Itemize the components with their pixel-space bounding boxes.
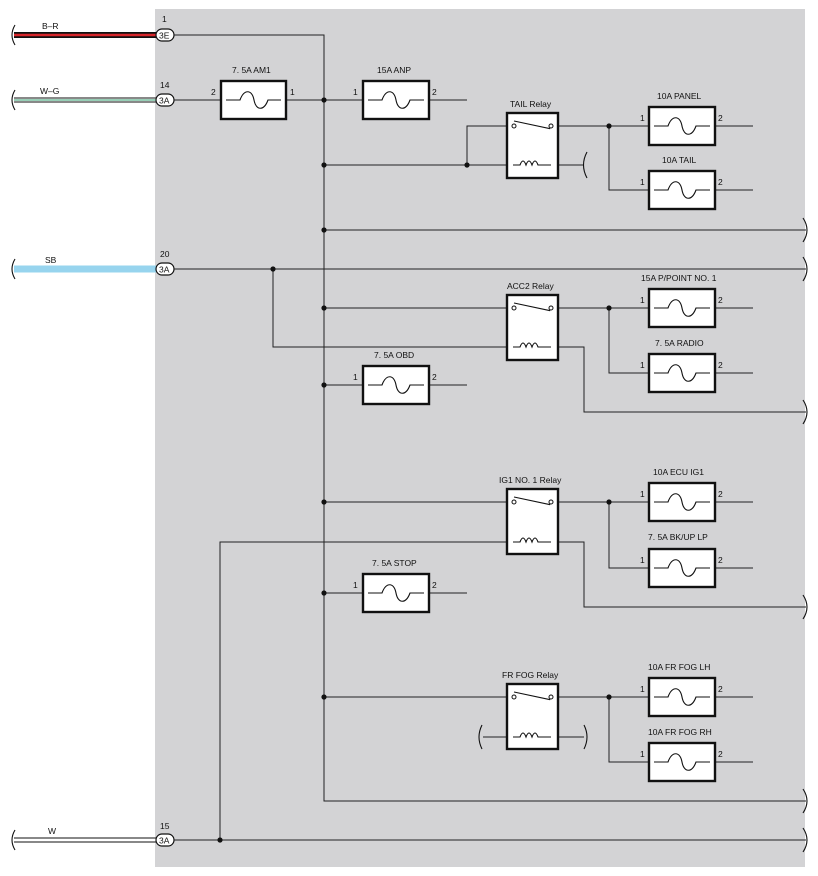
relay-label: TAIL Relay bbox=[510, 99, 552, 109]
fuse-7-5a-radio: 7. 5A RADIO 1 2 bbox=[640, 338, 723, 394]
fuse-pin-right: 2 bbox=[432, 372, 437, 382]
fuse-label: 10A FR FOG LH bbox=[648, 662, 710, 672]
junction-block-panel bbox=[155, 9, 805, 867]
fuse-label: 7. 5A RADIO bbox=[655, 338, 704, 348]
fuse-pin-left: 1 bbox=[353, 580, 358, 590]
fuse-label: 15A P/POINT NO. 1 bbox=[641, 273, 717, 283]
fuse-7-5a-obd: 7. 5A OBD 1 2 bbox=[353, 350, 437, 406]
fuse-pin-right: 2 bbox=[718, 113, 723, 123]
fuse-pin-left: 2 bbox=[211, 87, 216, 97]
harness-wire-w: W 15 3A bbox=[11, 821, 175, 851]
fuse-label: 7. 5A STOP bbox=[372, 558, 417, 568]
pin-number-wg: 14 bbox=[160, 80, 170, 90]
relay-label: FR FOG Relay bbox=[502, 670, 559, 680]
fuse-pin-left: 1 bbox=[640, 749, 645, 759]
fuse-pin-left: 1 bbox=[640, 113, 645, 123]
fuse-label: 7. 5A OBD bbox=[374, 350, 414, 360]
fuse-pin-right: 2 bbox=[432, 87, 437, 97]
fuse-15a-p-point-no-1: 15A P/POINT NO. 1 1 2 bbox=[640, 273, 723, 329]
fuse-pin-right: 1 bbox=[290, 87, 295, 97]
fuse-pin-left: 1 bbox=[640, 360, 645, 370]
fuse-pin-left: 1 bbox=[353, 87, 358, 97]
wire-label-br: B–R bbox=[42, 21, 59, 31]
fuse-7-5a-bk-up-lp: 7. 5A BK/UP LP 1 2 bbox=[640, 532, 723, 589]
internal-wiring bbox=[174, 34, 806, 841]
pin-number-sb: 20 bbox=[160, 249, 170, 259]
fuse-7-5a-am1: 7. 5A AM1 2 1 bbox=[211, 65, 295, 121]
fuse-label: 10A TAIL bbox=[662, 155, 696, 165]
fuse-pin-left: 1 bbox=[640, 555, 645, 565]
relay-ig1-no-1: IG1 NO. 1 Relay bbox=[499, 475, 562, 556]
harness-wire-wg: W–G 14 3A bbox=[11, 80, 175, 111]
fuse-pin-left: 1 bbox=[353, 372, 358, 382]
fuse-label: 15A ANP bbox=[377, 65, 411, 75]
fuse-pin-right: 2 bbox=[718, 360, 723, 370]
fuse-10a-fr-fog-rh: 10A FR FOG RH 1 2 bbox=[640, 727, 723, 783]
fuse-pin-right: 2 bbox=[718, 295, 723, 305]
fuse-label: 10A FR FOG RH bbox=[648, 727, 712, 737]
fuse-10a-fr-fog-lh: 10A FR FOG LH 1 2 bbox=[640, 662, 723, 718]
harness-wire-sb: SB 20 3A bbox=[11, 249, 175, 280]
fuse-pin-right: 2 bbox=[718, 749, 723, 759]
fuse-label: 10A ECU IG1 bbox=[653, 467, 704, 477]
wire-label-w: W bbox=[48, 826, 56, 836]
fuse-pin-left: 1 bbox=[640, 489, 645, 499]
wire-label-wg: W–G bbox=[40, 86, 59, 96]
fuse-pin-left: 1 bbox=[640, 684, 645, 694]
fuse-10a-tail: 10A TAIL 1 2 bbox=[640, 155, 723, 211]
fuse-pin-right: 2 bbox=[432, 580, 437, 590]
relay-label: ACC2 Relay bbox=[507, 281, 555, 291]
relay-fr-fog: FR FOG Relay bbox=[502, 670, 560, 751]
fuse-pin-left: 1 bbox=[640, 295, 645, 305]
connector-code-w: 3A bbox=[159, 836, 170, 846]
pin-number-w: 15 bbox=[160, 821, 170, 831]
fuse-10a-ecu-ig1: 10A ECU IG1 1 2 bbox=[640, 467, 723, 523]
fuse-label: 7. 5A AM1 bbox=[232, 65, 271, 75]
fuse-pin-left: 1 bbox=[640, 177, 645, 187]
relay-label: IG1 NO. 1 Relay bbox=[499, 475, 562, 485]
fuse-10a-panel: 10A PANEL 1 2 bbox=[640, 91, 723, 147]
connector-code-br: 3E bbox=[159, 31, 170, 41]
connector-code-wg: 3A bbox=[159, 96, 170, 106]
fuse-15a-anp: 15A ANP 1 2 bbox=[353, 65, 437, 121]
harness-wire-br: B–R 1 3E bbox=[11, 14, 175, 46]
fuse-label: 10A PANEL bbox=[657, 91, 702, 101]
fuse-label: 7. 5A BK/UP LP bbox=[648, 532, 708, 542]
fuse-pin-right: 2 bbox=[718, 555, 723, 565]
fuse-pin-right: 2 bbox=[718, 684, 723, 694]
fuse-7-5a-stop: 7. 5A STOP 1 2 bbox=[353, 558, 437, 614]
fuse-pin-right: 2 bbox=[718, 177, 723, 187]
pin-number-br: 1 bbox=[162, 14, 167, 24]
wire-label-sb: SB bbox=[45, 255, 57, 265]
fuse-pin-right: 2 bbox=[718, 489, 723, 499]
relay-tail: TAIL Relay bbox=[505, 99, 560, 180]
wire-break-symbols bbox=[802, 217, 808, 853]
relay-acc2: ACC2 Relay bbox=[505, 281, 560, 362]
connector-code-sb: 3A bbox=[159, 265, 170, 275]
junction-dots bbox=[217, 97, 612, 843]
